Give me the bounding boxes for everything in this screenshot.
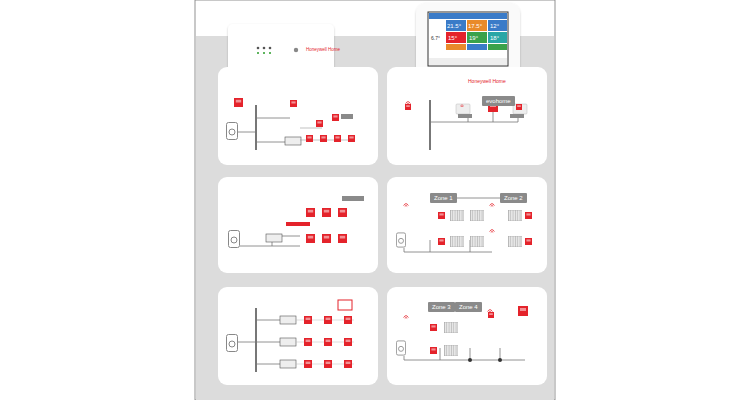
temperature-reading: 12° — [490, 23, 499, 29]
tag-text: Zone 1 — [434, 195, 453, 201]
temperature-reading: 19° — [469, 35, 478, 41]
tag-text: evohome — [486, 98, 511, 104]
connector — [457, 198, 500, 199]
zone-tag: Zone 1 — [430, 193, 457, 203]
temperature-reading: 17.5° — [468, 23, 482, 29]
tag-text: Zone 2 — [504, 195, 523, 201]
zone-tag: Zone 3 — [428, 302, 455, 312]
temperature-reading: 15° — [448, 35, 457, 41]
temperature-reading: 18° — [490, 35, 499, 41]
temperature-reading: 6.7° — [431, 36, 440, 41]
temperature-reading: 21.5° — [447, 23, 461, 29]
zone-tag: Zone 4 — [455, 302, 482, 312]
zone-tag: Zone 2 — [500, 193, 527, 203]
brand-label: Honeywell Home — [468, 79, 506, 84]
tag-text: Zone 4 — [459, 304, 478, 310]
tag-text: Zone 3 — [432, 304, 451, 310]
brand-label: Honeywell Home — [306, 48, 340, 53]
zone-tag: evohome — [482, 96, 515, 106]
